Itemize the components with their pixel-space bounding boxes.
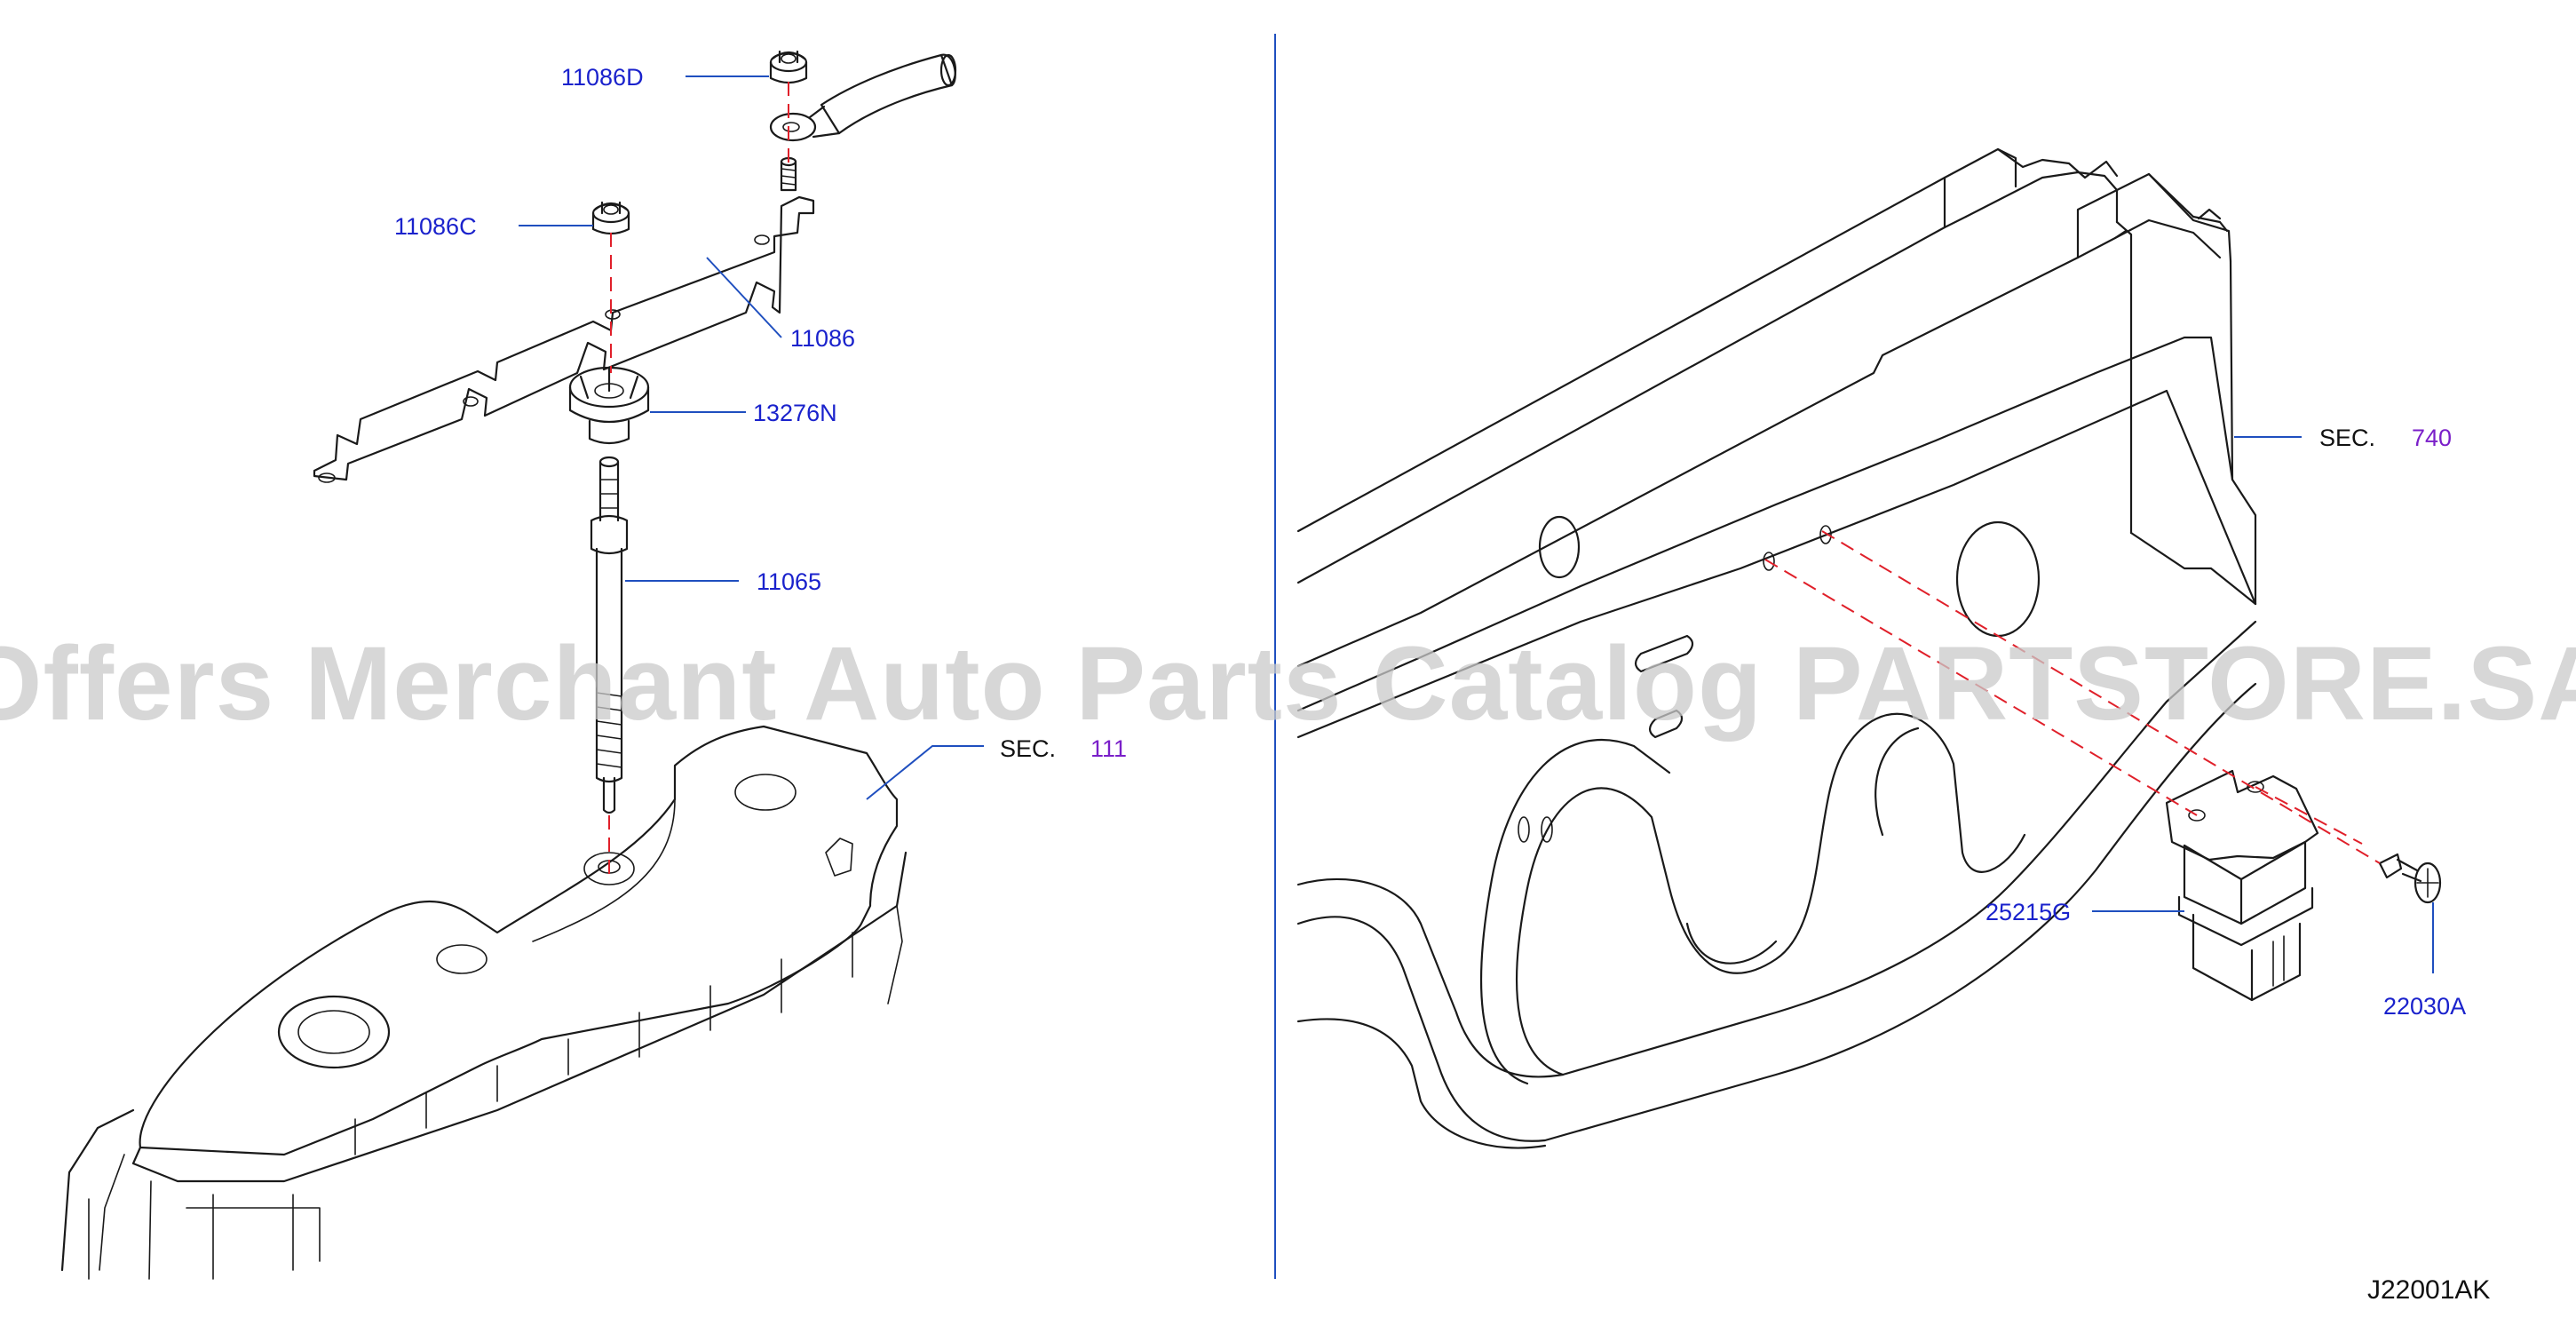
battery-cable <box>769 53 957 142</box>
label-11086d[interactable]: 11086D <box>561 64 644 91</box>
leader-sec111 <box>866 745 984 800</box>
relay-25215g[interactable] <box>2165 769 2319 1002</box>
center-axis-right-b <box>1764 559 2198 816</box>
diagram-code: J22001AK <box>2367 1275 2490 1305</box>
center-axis-right-a <box>1821 530 2381 864</box>
label-11086c[interactable]: 11086C <box>394 213 477 240</box>
bolt-22030a[interactable] <box>2378 853 2442 904</box>
label-25215g[interactable]: 25215G <box>1986 899 2071 925</box>
nut-11086d[interactable] <box>769 50 808 84</box>
watermark: Offers Merchant Auto Parts Catalog PARTS… <box>0 625 2576 742</box>
sec-prefix-111: SEC. <box>1000 735 1056 762</box>
plug-nut-13276n[interactable] <box>568 366 650 445</box>
terminal-stud <box>780 156 797 192</box>
leader-11086 <box>706 257 782 338</box>
label-22030a[interactable]: 22030A <box>2383 993 2466 1020</box>
left-panel: 11086D 11086C 11086 13276N 11065 SEC. 11… <box>60 50 1127 1280</box>
nut-11086c[interactable] <box>591 201 630 235</box>
label-11086[interactable]: 11086 <box>790 325 855 352</box>
glow-plug-11065[interactable] <box>590 456 629 814</box>
sec-ref-740[interactable]: 740 <box>2412 425 2452 451</box>
cylinder-head-cover <box>60 725 908 1280</box>
right-panel: SEC. 740 25215G 22030A <box>1296 147 2466 1149</box>
sec-prefix-740: SEC. <box>2319 425 2375 451</box>
center-axis-right-c <box>2255 786 2363 845</box>
label-11065[interactable]: 11065 <box>757 568 821 595</box>
vehicle-frame <box>1296 147 2257 1149</box>
label-13276n[interactable]: 13276N <box>753 400 837 426</box>
sec-ref-111[interactable]: 111 <box>1090 735 1127 762</box>
busbar-11086[interactable] <box>313 195 815 483</box>
